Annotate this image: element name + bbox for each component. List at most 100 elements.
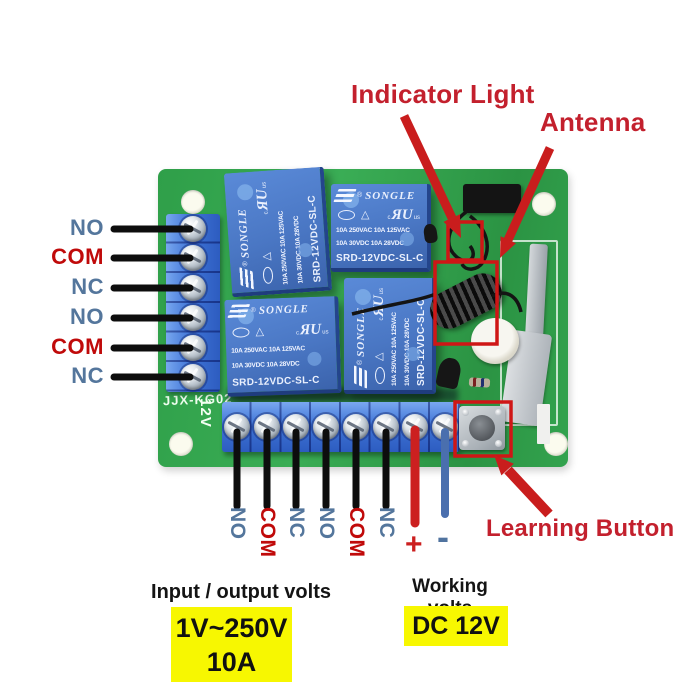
relay-brand-row: ® SONGLE <box>232 181 254 290</box>
terminal-screw <box>224 414 250 440</box>
relay-3: ® SONGLE △ c ЯU us 10A 250VAC 10A 125VAC… <box>224 296 342 397</box>
cqc-oval-icon <box>338 210 355 221</box>
left-pin-label-nc: NC <box>71 363 104 388</box>
ic-chip <box>463 184 521 213</box>
relay-brand-row: ® SONGLE <box>333 188 422 203</box>
terminal-screw <box>373 414 399 440</box>
ul-suffix: us <box>322 329 329 336</box>
terminal-screw <box>180 364 206 390</box>
left-terminal-block <box>166 214 220 392</box>
ul-mark-icon: c ЯU us <box>296 321 329 339</box>
terminal-screw <box>180 245 206 271</box>
registered-mark: ® <box>357 192 363 199</box>
indicator-light-label: Indicator Light <box>351 79 535 109</box>
silkscreen-label <box>537 404 550 444</box>
relay-brand-row: ® SONGLE <box>227 300 329 318</box>
registered-mark: ® <box>241 260 250 267</box>
crystal-ring <box>471 318 519 364</box>
left-pin-label-nc: NC <box>71 274 104 299</box>
mounting-hole <box>169 432 193 456</box>
bottom-pin-label-no: NO <box>226 507 249 540</box>
cqc-oval-icon <box>374 367 385 384</box>
cqc-oval-icon <box>262 266 274 285</box>
songle-stripes-icon <box>333 189 357 202</box>
relay-rating-line1: 10A 250VAC 10A 125VAC <box>336 227 410 235</box>
ul-suffix: us <box>379 288 386 295</box>
relay-4: ® SONGLE △ c ЯU us 10A 250VAC 10A 125VAC… <box>344 278 436 394</box>
cqc-oval-icon <box>232 327 250 339</box>
relay-2: ® SONGLE △ c ЯU us 10A 250VAC 10A 125VAC… <box>331 184 431 272</box>
button-pin <box>495 409 502 416</box>
bottom-pin-label-nc: NC <box>375 507 398 539</box>
resistor <box>468 377 491 388</box>
relay-model: SRD-12VDC-SL-C <box>232 374 320 389</box>
bottom-pin-label-no: NO <box>315 507 338 540</box>
vde-triangle-icon: △ <box>255 325 265 338</box>
bottom-pin-label-com: COM <box>256 507 279 558</box>
bottom-terminal-block <box>222 402 460 452</box>
bottom-pin-label-nc: NC <box>285 507 308 539</box>
relay-brand: SONGLE <box>354 306 367 357</box>
io-volts-value: 1V~250V 10A <box>171 607 292 682</box>
power-minus-label: - <box>437 516 449 557</box>
ul-prefix: c <box>379 317 386 321</box>
terminal-screw <box>313 414 339 440</box>
registered-mark: ® <box>250 306 257 315</box>
relay-rating-line2: 10A 30VDC 10A 28VDC <box>403 318 411 386</box>
bottom-pin-label-com: COM <box>345 507 368 558</box>
terminal-screw <box>343 414 369 440</box>
vde-triangle-icon: △ <box>361 208 370 221</box>
relay-cert-row: △ c ЯU us <box>230 321 330 340</box>
relay-model: SRD-12VDC-SL-C <box>416 298 427 386</box>
songle-stripes-icon <box>227 304 251 318</box>
terminal-screw <box>180 305 206 331</box>
relay-cert-row: △ c ЯU us <box>254 180 276 287</box>
ul-mark: ЯU <box>253 188 271 212</box>
ul-mark: ЯU <box>391 206 413 223</box>
relay-model: SRD-12VDC-SL-C <box>336 253 424 264</box>
antenna-label: Antenna <box>540 107 646 137</box>
relay-rating-line1: 10A 250VAC 10A 125VAC <box>277 210 290 285</box>
left-pin-label-no: NO <box>70 304 104 329</box>
ul-mark-icon: c ЯU us <box>387 206 420 223</box>
terminal-screw <box>180 216 206 242</box>
io-volts-label: Input / output volts <box>151 581 331 603</box>
ul-mark-icon: c ЯU us <box>253 182 271 215</box>
button-pin <box>462 409 469 416</box>
relay-brand: SONGLE <box>258 302 310 317</box>
relay-model: SRD-12VDC-SL-C <box>306 194 324 283</box>
terminal-screw <box>180 275 206 301</box>
terminal-screw <box>180 335 206 361</box>
mounting-hole <box>532 192 556 216</box>
relay-cert-row: △ c ЯU us <box>336 206 422 223</box>
relay-brand: SONGLE <box>365 189 416 202</box>
songle-stripes-icon <box>239 267 254 290</box>
terminal-screw <box>254 414 280 440</box>
ul-mark: ЯU <box>371 295 388 317</box>
registered-mark: ® <box>357 359 364 365</box>
terminal-screw <box>402 414 428 440</box>
button-pin <box>462 440 469 447</box>
left-pin-label-com: COM <box>51 334 104 359</box>
terminal-screw <box>283 414 309 440</box>
vde-triangle-icon: △ <box>373 352 386 361</box>
relay-rating-line2: 10A 30VDC 10A 28VDC <box>231 360 300 370</box>
left-pin-label-no: NO <box>70 215 104 240</box>
relay-1: ® SONGLE △ c ЯU us 10A 250VAC 10A 125VAC… <box>223 166 333 298</box>
relay-rating-line1: 10A 250VAC 10A 125VAC <box>391 312 399 386</box>
io-volts-range: 1V~250V <box>175 612 288 643</box>
relay-rating-line2: 10A 30VDC 10A 28VDC <box>336 240 404 248</box>
relay-brand: SONGLE <box>235 207 252 259</box>
learning-arrow <box>504 466 553 518</box>
relay-cert-row: △ c ЯU us <box>371 286 388 386</box>
button-pin <box>495 440 502 447</box>
mounting-hole <box>181 190 205 214</box>
relay-brand-row: ® SONGLE <box>353 286 368 389</box>
songle-stripes-icon <box>354 365 367 389</box>
ul-mark: ЯU <box>299 321 322 339</box>
ul-prefix: c <box>387 214 391 221</box>
power-plus-label: + <box>405 528 423 561</box>
working-volts-value: DC 12V <box>404 606 508 646</box>
ul-suffix: us <box>413 214 420 221</box>
